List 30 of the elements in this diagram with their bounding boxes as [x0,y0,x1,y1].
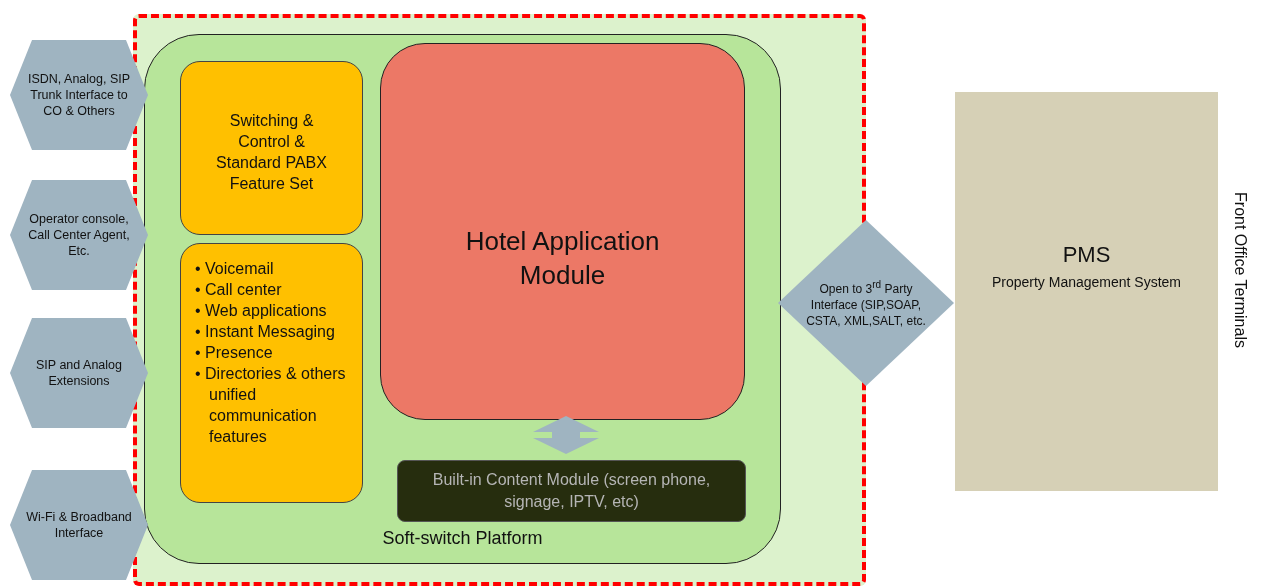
box-title: PMS [1061,242,1112,268]
bullet-item: • Call center [195,280,283,300]
feature-box [180,243,363,503]
shape-text: Open to 3$^{rd}$ Party Interface (SIP,SOAP, CSTA, XML,SALT, etc. [805,278,927,329]
shape-text: ISDN, Analog, SIP Trunk Interface to CO & Others [26,71,132,119]
shape-text: Operator console, Call Center Agent, Etc. [27,211,131,259]
bullet-item: • Directories & others unified communication features [195,364,347,447]
double-arrow-shape [10,40,148,150]
box-text: Switching & Control & Standard PABX Feature Set [215,111,328,194]
module-box [380,43,745,420]
box-subtitle: Property Management System [990,274,1183,290]
double-arrow-shape [10,180,148,290]
bullet-item: • Presence [195,343,274,363]
platform-panel [144,34,781,564]
panel-title: Soft-switch Platform [381,528,544,549]
box-text: Built-in Content Module (screen phone, signage, IPTV, etc) [431,470,712,512]
feature-box [180,61,363,235]
module-box [397,460,746,522]
vertical-label: Front Office Terminals [1231,192,1249,348]
shape-text: Wi-Fi & Broadband Interface [25,509,133,541]
shape-text: SIP and Analog Extensions [35,357,123,389]
bullet-item: • Voicemail [195,259,275,279]
bullet-item: • Web applications [195,301,328,321]
bullet-item: • Instant Messaging [195,322,336,342]
system-box [955,92,1218,491]
double-arrow-shape [10,318,148,428]
double-arrow [533,416,599,454]
module-title: Hotel Application Module [464,225,661,292]
diamond-shape [778,220,954,386]
double-arrow-shape [10,470,148,580]
